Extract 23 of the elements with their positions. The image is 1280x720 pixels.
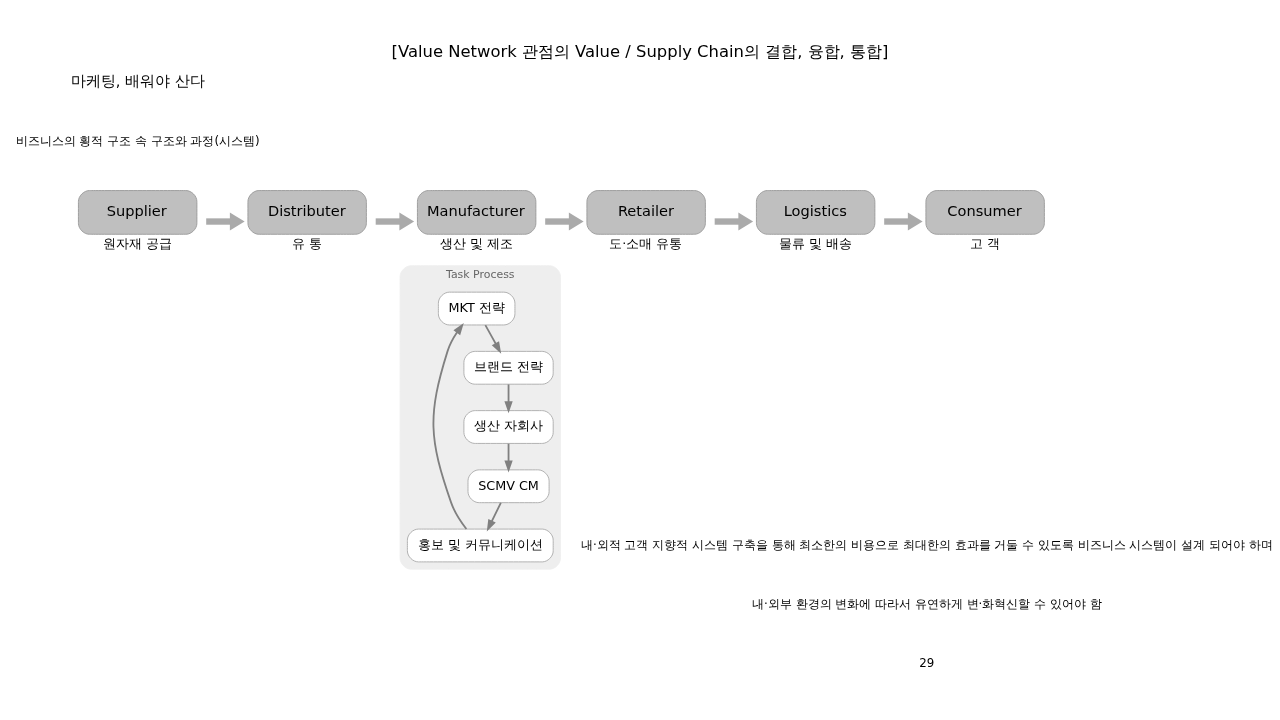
node-label: 물류 및 배송 — [778, 235, 852, 251]
label: 내·외부 환경의 변화에 따라서 유연하게 변·화혁신할 수 있어야 함 — [752, 596, 1102, 611]
diagram-title: [Value Network 관점의 Value / Supply Chain의 결합, 융합, 통합] — [391, 41, 889, 61]
arrow — [206, 212, 245, 231]
label: 마케팅, 배워야 산다 — [70, 71, 205, 89]
node-label: 원자재 공급 — [103, 235, 173, 251]
arrow — [484, 323, 502, 354]
node-box: 홍보 및 커뮤니케이션 — [406, 528, 554, 562]
node-label: 고 객 — [969, 235, 1000, 251]
label: 비즈니스의 횡적 구조 속 구조와 과정(시스템) — [15, 133, 260, 148]
label: 29 — [919, 655, 935, 670]
arrow — [375, 212, 415, 231]
node-label: 도·소매 유통 — [609, 235, 683, 251]
arrow — [486, 501, 502, 531]
node-label: 생산 및 제조 — [439, 235, 513, 251]
node-label: 유 통 — [291, 235, 322, 251]
arrow — [714, 212, 754, 231]
label: 내·외적 고객 지향적 시스템 구축을 통해 최소한의 비용으로 최대한의 효과를 거둘 수 있도록 비즈니스 시스템이 설계 되어야 하며 — [580, 537, 1273, 552]
node-box: MKT 전략 — [437, 291, 516, 325]
node-box: SCMV CM — [467, 468, 550, 503]
node-box: 브랜드 전략 — [463, 350, 554, 385]
node-box: 생산 자회사 — [463, 409, 554, 444]
arrow — [432, 322, 468, 530]
